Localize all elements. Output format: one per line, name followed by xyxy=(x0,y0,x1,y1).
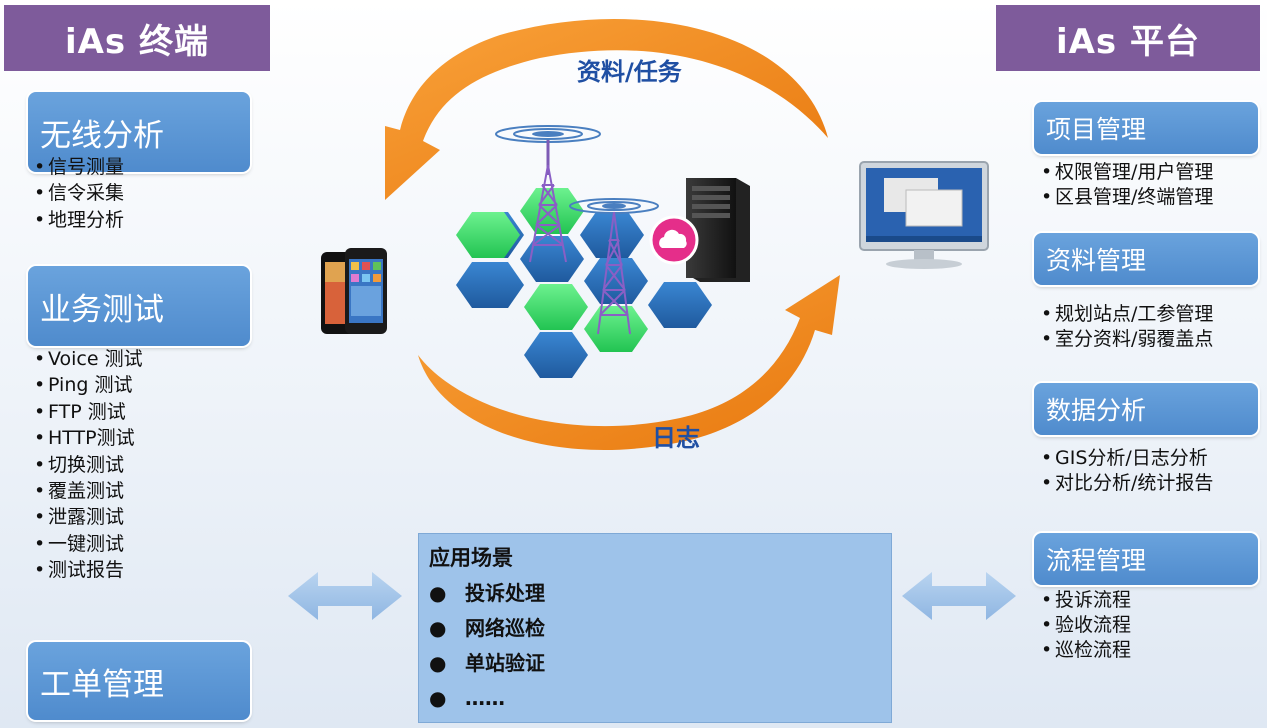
data-management-list: 规划站点/工参管理 室分资料/弱覆盖点 xyxy=(1039,302,1213,352)
cell-network-icon xyxy=(460,188,712,378)
project-management-box: 项目管理 xyxy=(1034,102,1258,154)
data-analysis-box: 数据分析 xyxy=(1034,383,1258,435)
bottom-cycle-arrow-icon xyxy=(418,275,840,451)
smartphone-icon xyxy=(321,248,387,334)
scenario-item-label: …… xyxy=(465,686,505,710)
section-title: 资料管理 xyxy=(1046,246,1147,275)
project-management-list: 权限管理/用户管理 区县管理/终端管理 xyxy=(1039,160,1213,210)
list-item: 室分资料/弱覆盖点 xyxy=(1039,327,1213,352)
list-item: 权限管理/用户管理 xyxy=(1039,160,1213,185)
process-management-box: 流程管理 xyxy=(1034,533,1258,585)
section-title: 项目管理 xyxy=(1046,115,1147,144)
data-task-label: 资料/任务 xyxy=(577,58,682,86)
list-item: 测试报告 xyxy=(32,557,143,584)
hex-cell xyxy=(524,284,588,330)
data-analysis-list: GIS分析/日志分析 对比分析/统计报告 xyxy=(1039,446,1213,496)
cell-tower-icon xyxy=(495,125,601,263)
hex-cell xyxy=(520,236,584,282)
list-item: 信号测量 xyxy=(32,154,124,181)
log-label: 日志 xyxy=(652,424,700,452)
wireless-analysis-list: 信号测量 信令采集 地理分析 xyxy=(32,154,124,234)
list-item: ● 单站验证 xyxy=(429,648,545,683)
bullet-icon: ● xyxy=(429,616,447,640)
list-item: 对比分析/统计报告 xyxy=(1039,471,1213,496)
hex-cell xyxy=(524,332,588,378)
bullet-icon: ● xyxy=(429,686,447,710)
list-item: 覆盖测试 xyxy=(32,478,143,505)
hex-cell xyxy=(580,212,644,258)
list-item: FTP 测试 xyxy=(32,399,143,426)
list-item: 信令采集 xyxy=(32,180,124,207)
list-item: 巡检流程 xyxy=(1039,638,1131,663)
terminal-header: iAs 终端 xyxy=(4,5,270,71)
double-arrow-icon xyxy=(902,572,1016,620)
section-title: 业务测试 xyxy=(40,291,164,328)
section-title: 流程管理 xyxy=(1046,546,1147,575)
list-item: Voice 测试 xyxy=(32,346,143,373)
cell-tower-icon xyxy=(569,198,659,335)
scenario-list: ● 投诉处理 ● 网络巡检 ● 单站验证 ● …… xyxy=(429,578,545,718)
service-test-box: 业务测试 xyxy=(28,266,250,346)
top-cycle-arrow-icon xyxy=(385,18,828,200)
service-test-list: Voice 测试 Ping 测试 FTP 测试 HTTP测试 切换测试 覆盖测试… xyxy=(32,346,143,584)
scenario-item-label: 网络巡检 xyxy=(465,616,545,640)
list-item: 地理分析 xyxy=(32,207,124,234)
scenario-title: 应用场景 xyxy=(429,546,513,570)
scenario-item-label: 投诉处理 xyxy=(465,581,545,605)
list-item: 切换测试 xyxy=(32,452,143,479)
scenario-item-label: 单站验证 xyxy=(465,651,545,675)
data-management-box: 资料管理 xyxy=(1034,233,1258,285)
list-item: ● …… xyxy=(429,683,545,718)
work-order-box: 工单管理 xyxy=(28,642,250,720)
list-item: HTTP测试 xyxy=(32,425,143,452)
list-item: 泄露测试 xyxy=(32,504,143,531)
double-arrow-icon xyxy=(288,572,402,620)
bullet-icon: ● xyxy=(429,581,447,605)
hex-cell xyxy=(584,306,648,352)
bullet-icon: ● xyxy=(429,651,447,675)
list-item: 区县管理/终端管理 xyxy=(1039,185,1213,210)
monitor-icon xyxy=(859,161,989,269)
list-item: GIS分析/日志分析 xyxy=(1039,446,1213,471)
hex-cell xyxy=(456,262,520,308)
hex-cell xyxy=(456,212,520,258)
list-item: ● 网络巡检 xyxy=(429,613,545,648)
list-item: ● 投诉处理 xyxy=(429,578,545,613)
section-title: 工单管理 xyxy=(40,666,164,703)
cloud-icon xyxy=(649,215,699,265)
hex-cell xyxy=(584,258,648,304)
list-item: 验收流程 xyxy=(1039,613,1131,638)
list-item: 投诉流程 xyxy=(1039,588,1131,613)
section-title: 无线分析 xyxy=(40,117,164,154)
section-title: 数据分析 xyxy=(1046,396,1147,425)
platform-header: iAs 平台 xyxy=(996,5,1260,71)
list-item: Ping 测试 xyxy=(32,372,143,399)
list-item: 规划站点/工参管理 xyxy=(1039,302,1213,327)
list-item: 一键测试 xyxy=(32,531,143,558)
process-management-list: 投诉流程 验收流程 巡检流程 xyxy=(1039,588,1131,663)
hex-cell xyxy=(648,282,712,328)
application-scenario-box: 应用场景 ● 投诉处理 ● 网络巡检 ● 单站验证 ● …… xyxy=(418,533,892,723)
